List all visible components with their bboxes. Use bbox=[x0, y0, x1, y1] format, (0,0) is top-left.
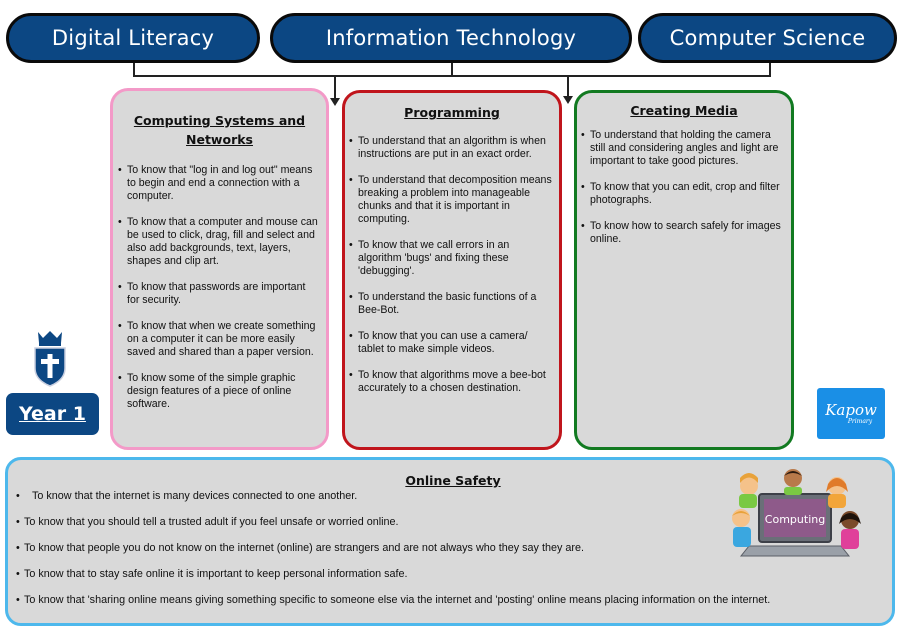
programming-card: Programming To understand that an algori… bbox=[342, 90, 562, 450]
computing-systems-title-line2: Networks bbox=[186, 132, 253, 147]
list-item: To know that to stay safe online it is i… bbox=[16, 568, 846, 594]
computing-systems-card: Computing Systems and Networks To know t… bbox=[110, 88, 329, 450]
online-safety-title: Online Safety bbox=[405, 473, 501, 488]
computer-science-label: Computer Science bbox=[669, 26, 866, 50]
kapow-logo: Kapow Primary bbox=[817, 388, 885, 439]
creating-media-list: To understand that holding the camera st… bbox=[581, 129, 787, 246]
list-item: To understand that decomposition means b… bbox=[349, 174, 553, 226]
connector-right-down bbox=[769, 63, 771, 76]
online-safety-list: To know that the internet is many device… bbox=[16, 490, 846, 620]
list-item: To know that the internet is many device… bbox=[16, 490, 846, 516]
list-item: To know that you can use a camera/ table… bbox=[349, 330, 553, 356]
programming-title: Programming bbox=[404, 105, 500, 120]
computer-science-pill: Computer Science bbox=[638, 13, 897, 63]
digital-literacy-pill: Digital Literacy bbox=[6, 13, 260, 63]
list-item: To know that you should tell a trusted a… bbox=[16, 516, 846, 542]
connector-horizontal bbox=[133, 75, 771, 77]
computing-systems-title: Computing Systems and Networks bbox=[113, 111, 326, 149]
children-computer-illustration: Computing bbox=[732, 469, 861, 557]
creating-media-title: Creating Media bbox=[630, 103, 738, 118]
connector-middle-down bbox=[451, 63, 453, 76]
list-item: To know that people you do not know on t… bbox=[16, 542, 846, 568]
school-crest-icon bbox=[34, 331, 66, 387]
connector-arrow-stem-right bbox=[567, 75, 569, 97]
programming-list: To understand that an algorithm is when … bbox=[349, 135, 553, 395]
creating-media-card: Creating Media To understand that holdin… bbox=[574, 90, 794, 450]
arrowhead-left bbox=[330, 98, 340, 106]
arrowhead-right bbox=[563, 96, 573, 104]
list-item: To understand the basic functions of a B… bbox=[349, 291, 553, 317]
list-item: To know some of the simple graphic desig… bbox=[118, 372, 318, 411]
computing-systems-title-line1: Computing Systems and bbox=[133, 113, 306, 128]
list-item: To know that you can edit, crop and filt… bbox=[581, 181, 787, 207]
kapow-logo-subtext: Primary bbox=[847, 417, 873, 425]
year-badge: Year 1 bbox=[6, 393, 99, 435]
list-item: To understand that holding the camera st… bbox=[581, 129, 787, 168]
list-item: To understand that an algorithm is when … bbox=[349, 135, 553, 161]
list-item: To know that when we create something on… bbox=[118, 320, 318, 359]
connector-left-down bbox=[133, 63, 135, 76]
list-item: To know that algorithms move a bee-bot a… bbox=[349, 369, 553, 395]
information-technology-pill: Information Technology bbox=[270, 13, 632, 63]
connector-arrow-stem-left bbox=[334, 75, 336, 99]
list-item: To know that passwords are important for… bbox=[118, 281, 318, 307]
digital-literacy-label: Digital Literacy bbox=[51, 26, 215, 50]
list-item: To know how to search safely for images … bbox=[581, 220, 787, 246]
list-item: To know that we call errors in an algori… bbox=[349, 239, 553, 278]
list-item: To know that a computer and mouse can be… bbox=[118, 216, 318, 268]
information-technology-label: Information Technology bbox=[325, 26, 577, 50]
computing-screen-label: Computing bbox=[765, 513, 825, 526]
computing-systems-list: To know that "log in and log out" means … bbox=[118, 164, 318, 411]
list-item: To know that "log in and log out" means … bbox=[118, 164, 318, 203]
kapow-logo-text: Kapow bbox=[825, 400, 877, 419]
list-item: To know that 'sharing online means givin… bbox=[16, 594, 846, 620]
